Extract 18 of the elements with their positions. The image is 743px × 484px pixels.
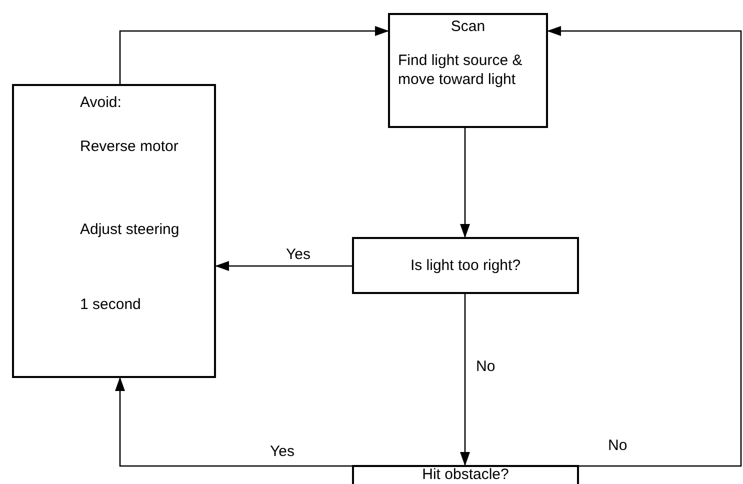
process-box [12, 84, 216, 378]
decision-text: Is light too right? [409, 256, 522, 275]
step-title: Scan [450, 17, 486, 36]
arrow [460, 128, 470, 238]
action-heading: Avoid: [80, 93, 122, 112]
decision-text: Hit obstacle? [421, 465, 510, 484]
decision-box [352, 465, 579, 484]
step-description: Find light source & move toward light [398, 51, 524, 89]
action-step: Adjust steering [80, 220, 180, 239]
arrow [547, 26, 742, 467]
process-box [388, 13, 548, 128]
decision-box [352, 237, 579, 294]
action-step: Reverse motor [80, 137, 180, 156]
duration-text: 1 second [80, 295, 142, 314]
arrow [460, 294, 470, 466]
arrow [115, 377, 352, 467]
arrow [119, 26, 389, 84]
arrow [215, 261, 352, 271]
